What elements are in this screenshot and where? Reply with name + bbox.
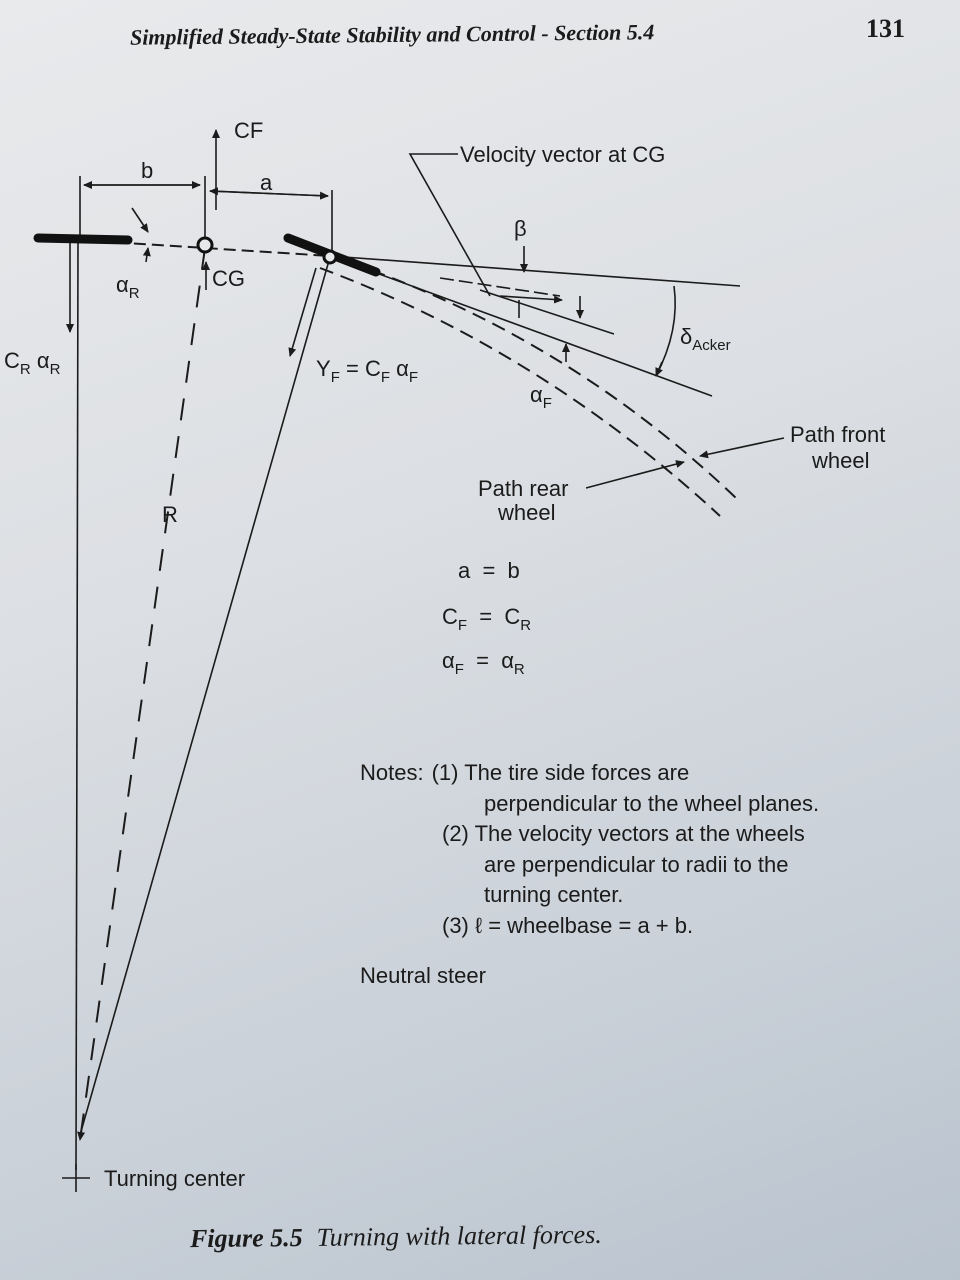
- note-2-line-3: turning center.: [484, 882, 624, 907]
- front-axle-point: [322, 249, 338, 265]
- front-radius: [79, 256, 331, 1136]
- label-beta: β: [514, 216, 527, 241]
- path-front-leader: [699, 437, 785, 459]
- cg-point: [196, 236, 214, 254]
- label-alpha-r: αR: [116, 272, 140, 302]
- label-r: R: [162, 502, 178, 527]
- alpha-r-arrow-bottom: [142, 247, 151, 263]
- label-path-front-2: wheel: [811, 448, 869, 473]
- label-yf: YF = CF αF: [316, 356, 418, 386]
- heading-line: [329, 255, 741, 287]
- notes-label: Notes:: [360, 760, 424, 785]
- label-cg: CG: [212, 266, 245, 291]
- note-3: (3) ℓ = wheelbase = a + b.: [442, 912, 694, 938]
- figure-caption-text: Turning with lateral forces.: [316, 1219, 602, 1252]
- equation-alpha-f-r: αF = αR: [442, 648, 525, 678]
- alpha-r-arrow-top: [131, 207, 149, 233]
- equation-cf-cr: CF = CR: [442, 604, 531, 634]
- figure-notes: Notes: (1) The tire side forces are perp…: [360, 758, 819, 941]
- label-path-rear-2: wheel: [497, 500, 555, 525]
- velocity-cg-line: [479, 289, 615, 335]
- cg-radius: [77, 247, 206, 1141]
- label-turning-center: Turning center: [104, 1166, 245, 1191]
- note-1-line-2: perpendicular to the wheel planes.: [484, 790, 820, 816]
- label-alpha-f: αF: [530, 382, 552, 412]
- label-cf: CF: [234, 118, 263, 143]
- front-force-arrow: [288, 267, 317, 357]
- page-number: 131: [866, 14, 905, 43]
- label-cr-alpha-r: CR αR: [4, 348, 61, 378]
- dim-line-a2: [209, 187, 329, 197]
- rear-wheel: [33, 233, 133, 245]
- path-rear-wheel: [319, 267, 721, 517]
- label-velocity-vector: Velocity vector at CG: [460, 142, 665, 167]
- note-2-line-2: are perpendicular to radii to the: [484, 851, 789, 877]
- velocity-leader: [408, 153, 491, 297]
- rear-radius: [75, 239, 79, 1171]
- figure-caption: Figure 5.5 Turning with lateral forces.: [190, 1220, 602, 1254]
- velocity-arrow: [499, 295, 563, 304]
- figure-number: Figure 5.5: [189, 1222, 303, 1254]
- label-b: b: [141, 158, 153, 183]
- label-path-rear-1: Path rear: [478, 476, 569, 501]
- note-1-line-1: (1) The tire side forces are: [431, 760, 690, 785]
- delta-arc: [655, 285, 676, 377]
- path-rear-leader: [585, 460, 685, 489]
- note-2-line-1: (2) The velocity vectors at the wheels: [442, 821, 805, 846]
- neutral-steer-label: Neutral steer: [360, 963, 486, 988]
- label-delta-acker: δAcker: [680, 324, 731, 354]
- label-path-front-1: Path front: [790, 422, 885, 447]
- velocity-dashdot: [439, 277, 561, 297]
- equation-a-b: a = b: [458, 558, 520, 583]
- delta-arrow: [655, 361, 663, 377]
- label-a: a: [260, 170, 273, 195]
